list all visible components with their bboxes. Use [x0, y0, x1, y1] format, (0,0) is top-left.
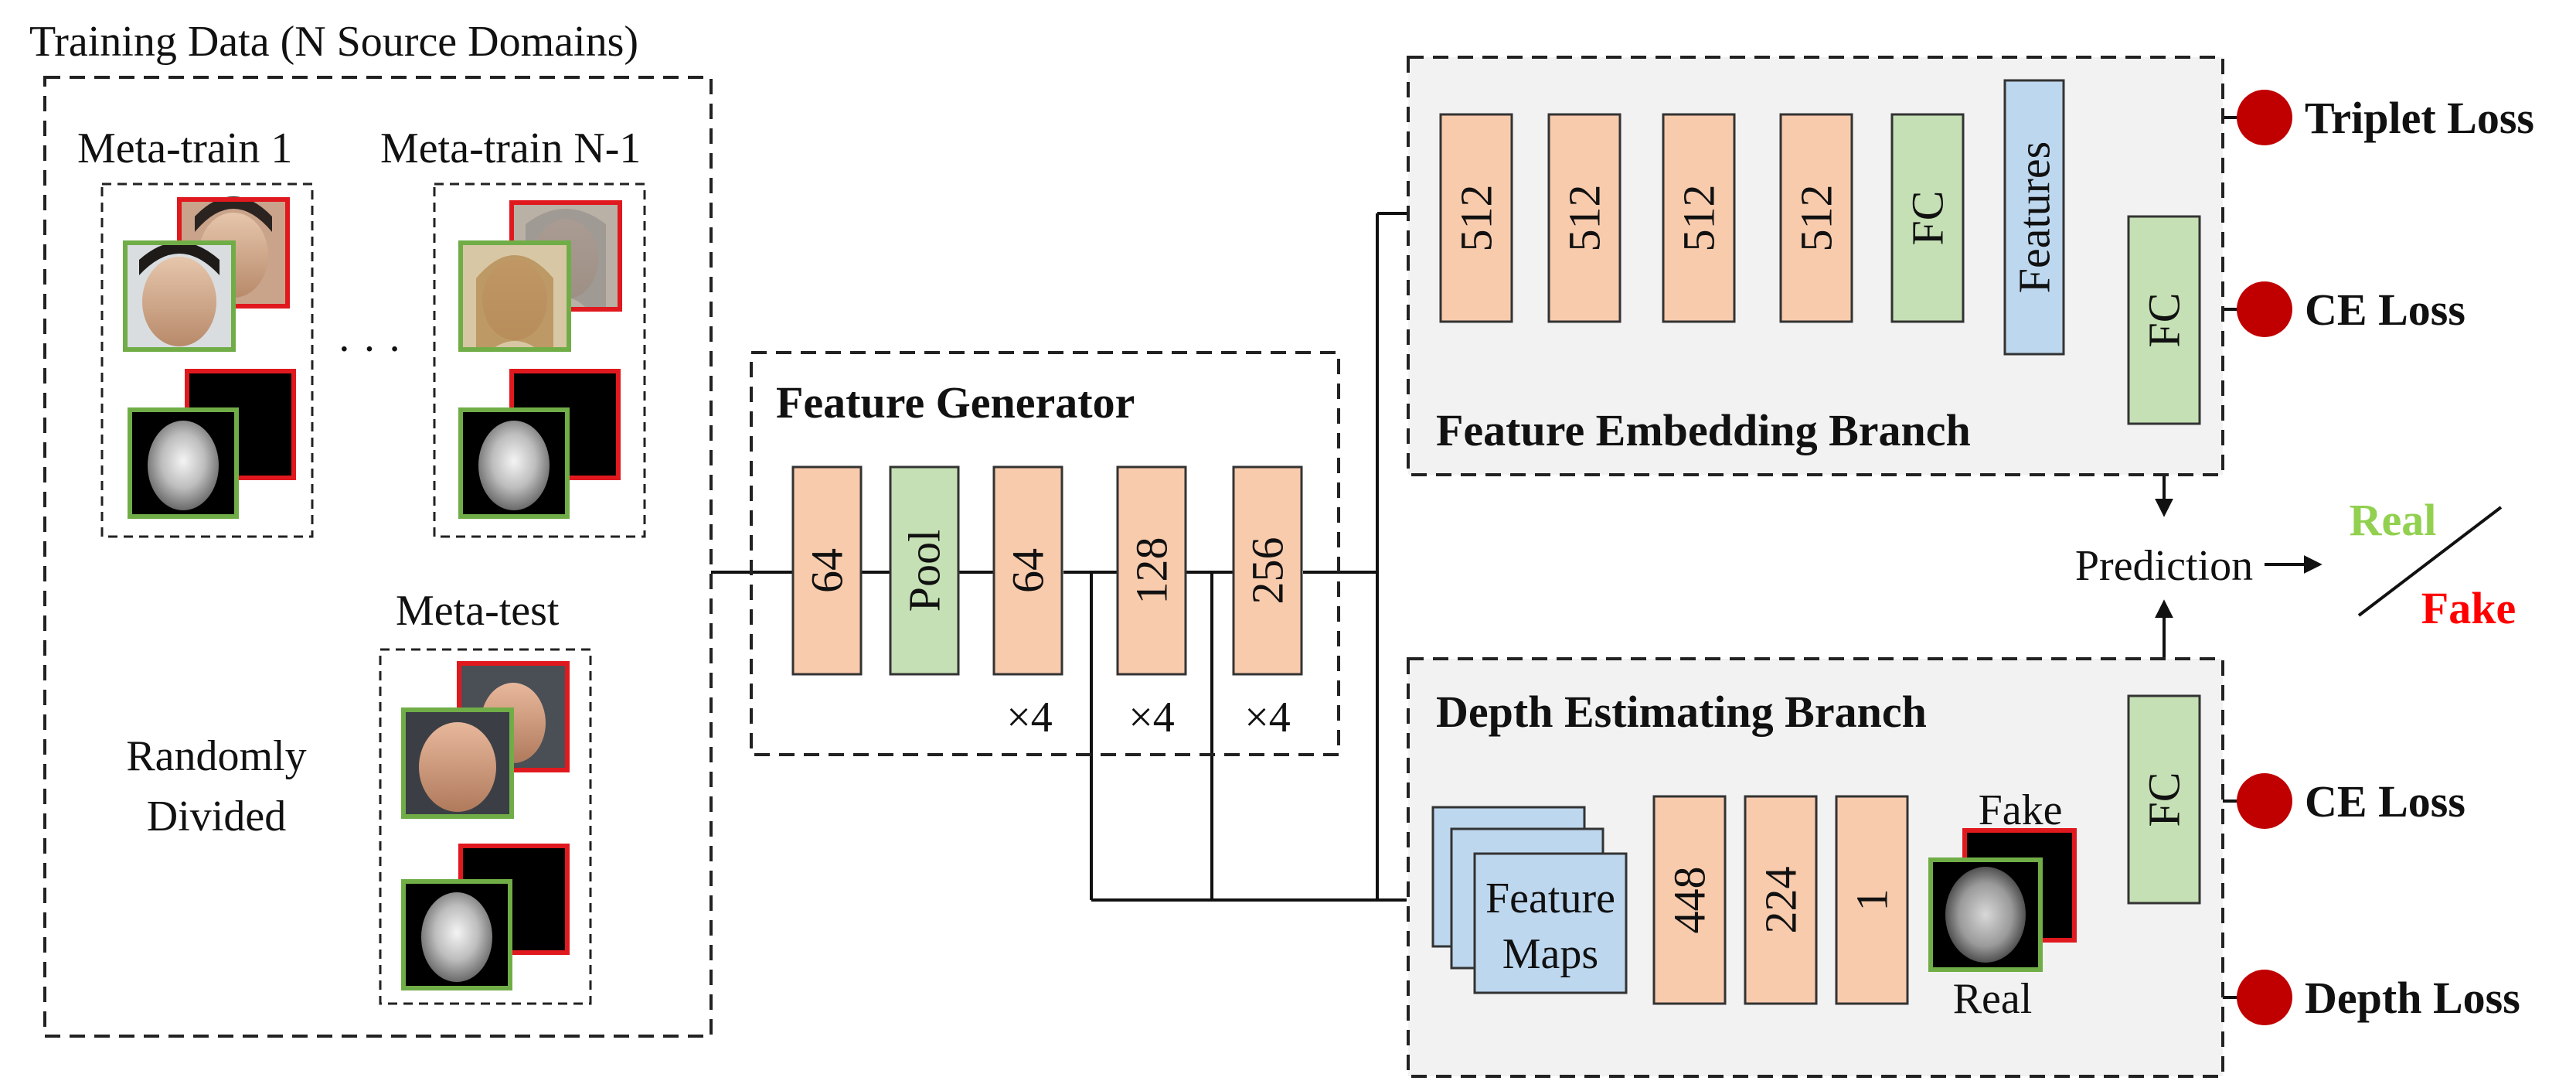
prediction-label: Prediction	[2075, 542, 2253, 590]
divided-label: Divided	[147, 793, 286, 840]
emb-block-512b-label: 512	[1560, 185, 1610, 252]
ce-loss-bottom-dot	[2237, 773, 2292, 829]
emb-block-512b	[1547, 113, 1621, 323]
depth-block-448-label: 448	[1665, 867, 1715, 934]
feature-generator-panel: Feature Generator 64 Pool 64 128 256 ×4 …	[750, 351, 1340, 756]
emb-block-features	[2003, 79, 2065, 356]
prediction-fake-label: Fake	[2421, 583, 2516, 633]
meta-train-n1-label: Meta-train N-1	[380, 124, 641, 172]
ce-loss-bottom-label: CE Loss	[2305, 776, 2465, 827]
gen-block-256	[1232, 465, 1303, 676]
depth-estimating-panel: Depth Estimating Branch Feature Maps 448…	[1407, 657, 2224, 1078]
randomly-label: Randomly	[126, 732, 306, 780]
meta-train-n1-real-depth	[458, 407, 570, 519]
meta-train-1-real-depth	[128, 407, 239, 519]
meta-train-1-label: Meta-train 1	[77, 124, 292, 172]
gen-block-256-label: 256	[1243, 537, 1293, 605]
emb-block-512a-label: 512	[1451, 185, 1502, 252]
gen-block-pool-label: Pool	[900, 530, 950, 612]
feature-maps-stack	[1431, 806, 1628, 994]
repeat-x4-64: ×4	[1006, 694, 1053, 742]
depth-loss-label: Depth Loss	[2305, 973, 2520, 1023]
training-data-panel: Training Data (N Source Domains) Meta-tr…	[29, 18, 713, 1038]
feature-generator-title: Feature Generator	[776, 377, 1135, 428]
emb-block-512c-label: 512	[1674, 185, 1724, 252]
depth-fake-label: Fake	[1979, 786, 2063, 834]
repeat-x4-128: ×4	[1128, 694, 1175, 742]
gen-block-pool	[889, 465, 960, 676]
ce-loss-top-label: CE Loss	[2305, 285, 2465, 335]
depth-estimating-title: Depth Estimating Branch	[1436, 687, 1927, 737]
depth-block-1-label: 1	[1847, 889, 1897, 912]
training-data-box	[43, 76, 713, 1038]
depth-real-label: Real	[1953, 975, 2033, 1023]
feature-maps-label-1: Feature	[1485, 875, 1615, 922]
gen-block-64b-label: 64	[1003, 548, 1053, 593]
feature-embedding-panel: Feature Embedding Branch 512 512 512 512…	[1407, 56, 2224, 476]
gen-block-64a	[791, 465, 863, 676]
emb-block-512a	[1439, 113, 1513, 323]
meta-test-real-face	[401, 707, 514, 819]
gen-block-64b	[992, 465, 1063, 676]
emb-output-fc-label: FC	[2139, 293, 2190, 348]
ellipsis: · · ·	[337, 326, 402, 373]
triplet-loss-label: Triplet Loss	[2305, 93, 2534, 143]
meta-train-1-real-face	[123, 240, 236, 352]
emb-block-fc-label: FC	[1903, 191, 1953, 246]
emb-block-512c	[1662, 113, 1736, 323]
emb-block-512d	[1779, 113, 1853, 323]
meta-test-box	[379, 648, 592, 1005]
prediction-real-label: Real	[2350, 495, 2437, 545]
meta-train-n1-real-face	[458, 240, 571, 352]
emb-block-512d-label: 512	[1792, 185, 1842, 252]
feature-embedding-box	[1407, 56, 2224, 476]
gen-block-128	[1116, 465, 1187, 676]
gen-block-64a-label: 64	[802, 548, 852, 593]
training-data-title: Training Data (N Source Domains)	[29, 18, 638, 66]
depth-block-224	[1744, 795, 1818, 1005]
ce-loss-top-dot	[2237, 281, 2292, 337]
depth-output-fc-label: FC	[2139, 772, 2190, 827]
meta-test-real-depth	[401, 879, 512, 990]
prediction-slash	[2357, 506, 2503, 617]
triplet-loss-dot	[2237, 90, 2292, 145]
depth-block-224-label: 224	[1756, 867, 1806, 934]
gen-block-128-label: 128	[1127, 537, 1177, 605]
depth-block-1	[1835, 795, 1909, 1005]
meta-train-n1-box	[433, 182, 646, 538]
emb-block-features-label: Features	[2009, 141, 2060, 294]
depth-block-448	[1652, 795, 1727, 1005]
depth-output-fc	[2127, 694, 2201, 905]
depth-real-map	[1928, 857, 2043, 972]
meta-train-1-box	[100, 182, 314, 538]
feature-embedding-title: Feature Embedding Branch	[1436, 405, 1971, 455]
depth-loss-dot	[2237, 970, 2292, 1025]
feature-maps-label-2: Maps	[1502, 930, 1598, 978]
depth-estimating-box	[1407, 657, 2224, 1078]
emb-block-fc	[1890, 113, 1965, 323]
repeat-x4-256: ×4	[1244, 694, 1291, 742]
prediction-output: Prediction Real Fake	[2075, 495, 2516, 633]
losses: Triplet Loss CE Loss CE Loss Depth Loss	[2237, 90, 2534, 1025]
emb-output-fc	[2127, 215, 2201, 425]
meta-test-label: Meta-test	[396, 587, 560, 635]
